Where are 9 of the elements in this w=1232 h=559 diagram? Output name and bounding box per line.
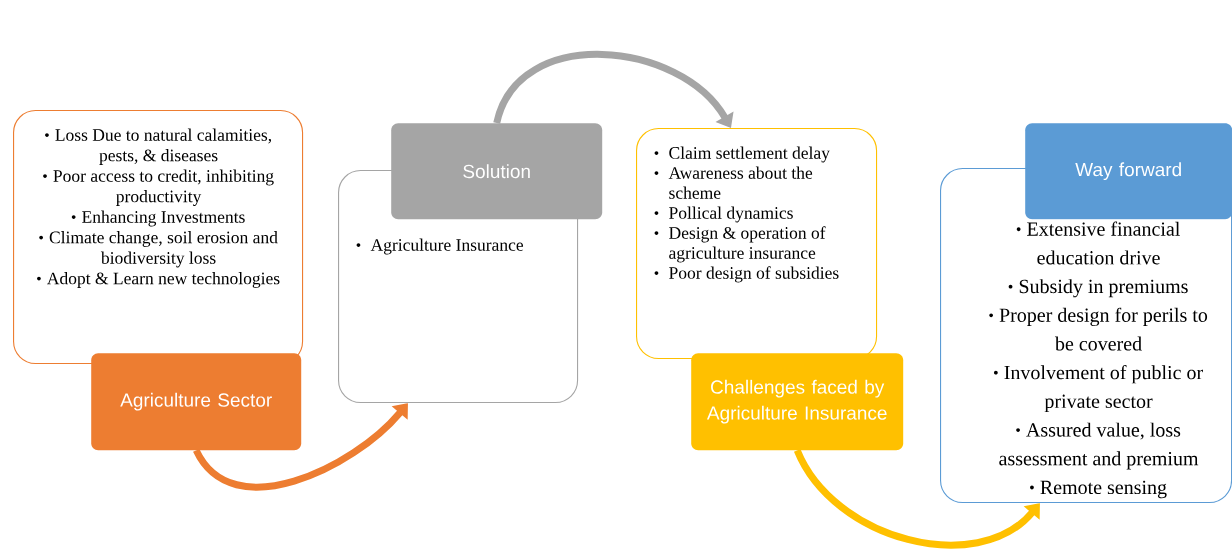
curved-arrow <box>794 448 1040 549</box>
header-box: Way forward <box>1025 123 1232 220</box>
curved-arrow <box>193 403 408 491</box>
header-box: Challenges faced by Agriculture Insurance <box>691 353 904 451</box>
card-box: Loss Due to natural calamities, pests, & diseases Poor access to credit, inhibiting productivity Enhancing Investments Climate change, soil erosion and biodiversity loss Adopt & Learn new technologies <box>13 110 304 365</box>
card-box: Claim settlement delay Awareness about the scheme Pollical dynamics Design & operation of agriculture insurance Poor design of subsidies <box>636 128 878 360</box>
header-box: Agriculture Sector <box>91 353 302 451</box>
curved-arrow <box>493 50 734 128</box>
header-box: Solution <box>391 123 603 220</box>
